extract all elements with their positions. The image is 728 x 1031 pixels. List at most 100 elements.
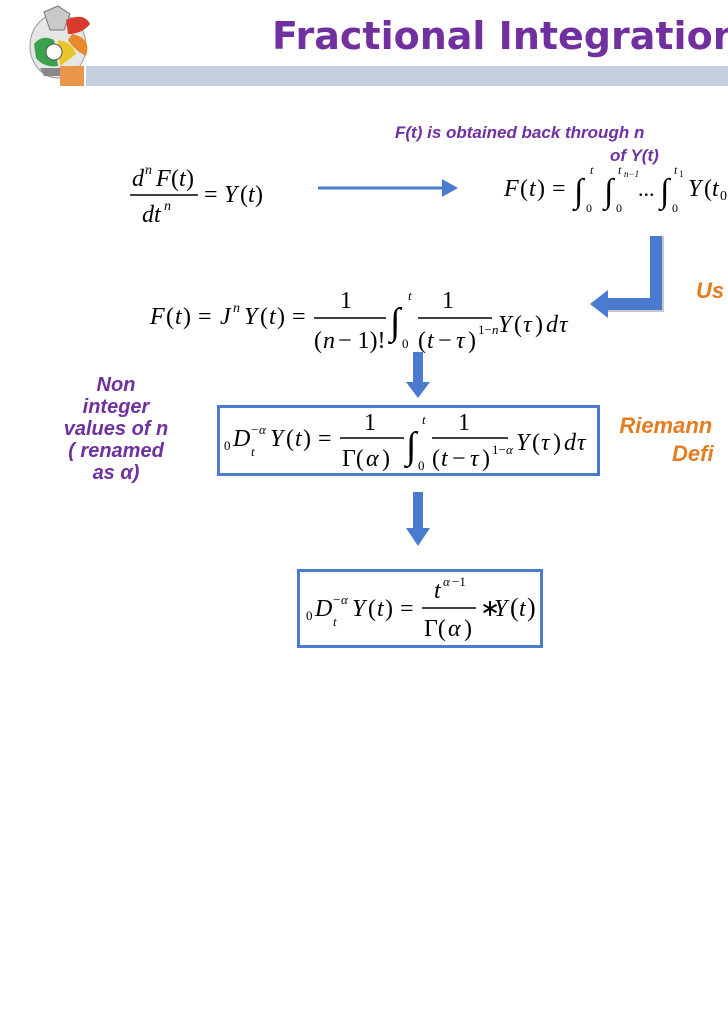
svg-text:t: t	[179, 166, 187, 192]
svg-text:t: t	[422, 412, 426, 427]
riemann-label: Riemann Defi	[618, 412, 713, 468]
svg-text:∫: ∫	[602, 173, 616, 212]
svg-text:Y: Y	[498, 312, 514, 338]
svg-text:(: (	[286, 426, 294, 452]
svg-text:Γ(: Γ(	[424, 616, 446, 642]
convolution-box: 0 D − α t Y ( t ) = t α −1 Γ( α ) ∗ Y ( …	[297, 569, 543, 648]
svg-text:− 1)!: − 1)!	[338, 328, 386, 354]
svg-text:t: t	[519, 596, 527, 622]
svg-text:): )	[537, 176, 545, 202]
svg-text:D: D	[232, 426, 250, 452]
svg-text:α: α	[259, 422, 267, 437]
svg-text:τ: τ	[541, 430, 551, 456]
svg-text:t: t	[269, 304, 277, 330]
svg-text:=: =	[400, 596, 414, 622]
riemann-liouville-box: 0 D − α t Y ( t ) = 1 Γ( α ) ∫ t 0 1 ( t…	[217, 405, 600, 476]
svg-text:(: (	[260, 304, 268, 330]
svg-text:(: (	[240, 182, 248, 208]
cauchy-formula-equation: F ( t ) = J n Y ( t ) = 1 ( n − 1)! ∫ t …	[146, 278, 586, 373]
svg-text:α: α	[448, 616, 461, 642]
svg-text:∗: ∗	[480, 596, 500, 622]
svg-text:t: t	[251, 444, 255, 459]
svg-text:=: =	[204, 182, 218, 208]
svg-text:=: =	[292, 304, 306, 330]
svg-text:t: t	[441, 446, 449, 472]
svg-text:): )	[464, 616, 472, 642]
svg-text:(: (	[510, 593, 519, 622]
arrow-right-icon	[318, 175, 458, 206]
svg-text:−: −	[452, 446, 466, 472]
svg-text:0: 0	[720, 189, 727, 204]
svg-text:Y: Y	[244, 304, 260, 330]
svg-text:n−1: n−1	[624, 169, 639, 179]
svg-text:): )	[468, 328, 476, 354]
svg-text:τ: τ	[559, 312, 569, 338]
svg-text:t: t	[712, 176, 720, 202]
svg-text:α: α	[366, 446, 379, 472]
svg-text:): )	[553, 430, 561, 456]
svg-text:n: n	[233, 301, 240, 316]
svg-text:(: (	[171, 166, 179, 192]
svg-text:α: α	[506, 442, 514, 457]
arrow-down-icon	[404, 352, 432, 405]
svg-text:Y: Y	[270, 426, 286, 452]
svg-text:1−: 1−	[492, 442, 506, 457]
svg-text:n: n	[323, 328, 335, 354]
svg-text:(: (	[432, 446, 440, 472]
svg-text:∫: ∫	[388, 301, 403, 345]
using-label: Us	[696, 278, 725, 303]
svg-text:=: =	[198, 304, 212, 330]
svg-text:(: (	[314, 328, 322, 354]
riemann-label-line-1: Riemann	[619, 413, 713, 438]
side-label-line-1: Non	[96, 374, 136, 396]
svg-text:F: F	[503, 176, 519, 202]
slide-title: Fractional Integration	[272, 14, 728, 58]
svg-text:0: 0	[306, 608, 313, 623]
svg-text:1−: 1−	[478, 322, 492, 337]
repeated-integral-equation: F ( t ) = ∫ t 0 ∫ t n−1 0 ... ∫ t 1 0 Y …	[500, 158, 728, 223]
svg-text:τ: τ	[577, 430, 587, 456]
svg-text:t: t	[618, 163, 622, 177]
svg-text:): )	[482, 446, 490, 472]
svg-text:n: n	[164, 199, 171, 214]
side-label-line-3: values of n	[63, 418, 169, 440]
svg-text:0: 0	[402, 336, 409, 351]
title-bar	[86, 66, 728, 86]
svg-text:): )	[277, 304, 285, 330]
svg-text:): )	[527, 593, 536, 622]
svg-text:(: (	[520, 176, 528, 202]
svg-text:t: t	[529, 176, 537, 202]
svg-text:t: t	[295, 426, 303, 452]
arrow-down-left-icon	[590, 236, 670, 325]
svg-text:d: d	[132, 166, 145, 192]
svg-text:=: =	[552, 176, 566, 202]
svg-text:n: n	[145, 163, 152, 178]
subtitle-line-2: of Y(t)	[610, 146, 659, 165]
svg-text:Y: Y	[352, 596, 368, 622]
svg-text:Y: Y	[224, 182, 240, 208]
differential-equation: d n F ( t ) dt n = Y ( t )	[120, 160, 300, 245]
svg-text:D: D	[314, 596, 332, 622]
svg-text:(: (	[418, 328, 426, 354]
svg-text:d: d	[564, 430, 577, 456]
svg-text:−1: −1	[452, 574, 466, 589]
svg-text:1: 1	[364, 410, 376, 436]
svg-text:F: F	[149, 304, 165, 330]
arrow-down-icon	[404, 492, 432, 553]
svg-text:0: 0	[672, 201, 678, 215]
svg-text:t: t	[434, 578, 442, 604]
svg-text:): )	[255, 182, 263, 208]
svg-text:τ: τ	[523, 312, 533, 338]
svg-text:1: 1	[442, 288, 454, 314]
svg-text:...: ...	[638, 176, 655, 201]
svg-text:0: 0	[418, 458, 425, 473]
svg-text:Y: Y	[516, 430, 532, 456]
svg-text:n: n	[492, 322, 499, 337]
svg-text:0: 0	[616, 201, 622, 215]
svg-text:(: (	[514, 312, 522, 338]
svg-text:Γ(: Γ(	[342, 446, 364, 472]
svg-text:t: t	[408, 288, 412, 303]
svg-text:(: (	[368, 596, 376, 622]
side-label-line-4: ( renamed	[68, 440, 164, 462]
university-crest-icon	[29, 5, 90, 79]
